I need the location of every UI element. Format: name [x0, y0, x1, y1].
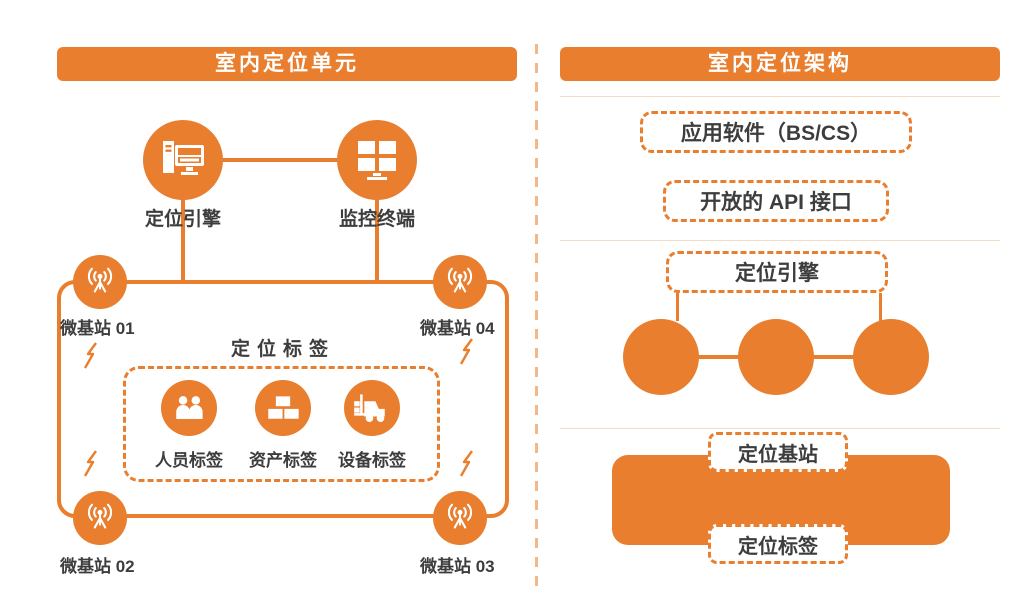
lightning-icon	[82, 450, 102, 478]
terminal-drop-line	[375, 198, 379, 284]
base-station-label-box: 定位基站	[708, 432, 848, 472]
engine-architecture-box: 定位引擎	[666, 251, 888, 293]
engine-right-connector	[879, 293, 882, 321]
open-api-box: 开放的 API 接口	[663, 180, 889, 222]
boxes-icon	[266, 392, 300, 424]
base-station-01-node	[73, 255, 127, 309]
positioning-unit-boundary	[57, 280, 509, 518]
engine-terminal-connector	[220, 158, 340, 162]
forklift-icon	[353, 391, 391, 425]
antenna-icon	[83, 501, 117, 535]
monitor-wall-icon	[354, 137, 400, 183]
personnel-tag-node	[161, 380, 217, 436]
engine-circle-node	[738, 319, 814, 395]
computer-engine-icon	[159, 137, 207, 183]
section-separator	[560, 240, 1000, 241]
antenna-icon	[443, 265, 477, 299]
application-software-box: 应用软件（BS/CS）	[640, 111, 912, 153]
base-station-03-node	[433, 491, 487, 545]
equipment-tag-node	[344, 380, 400, 436]
antenna-icon	[443, 501, 477, 535]
antenna-icon	[83, 265, 117, 299]
station-01-label: 微基站 01	[60, 319, 135, 338]
section-separator	[560, 96, 1000, 97]
asset-tag-label: 资产标签	[249, 451, 317, 470]
engine-left-connector	[676, 293, 679, 321]
people-icon	[172, 392, 206, 424]
station-04-label: 微基站 04	[420, 319, 495, 338]
engine-label: 定位引擎	[144, 209, 221, 230]
panel-divider	[535, 44, 538, 594]
right-panel-title: 室内定位架构	[560, 47, 1000, 81]
engine-circle-node	[853, 319, 929, 395]
station-03-label: 微基站 03	[420, 557, 495, 576]
engine-circle-node	[623, 319, 699, 395]
personnel-tag-label: 人员标签	[155, 451, 223, 470]
terminal-label: 监控终端	[338, 209, 415, 230]
asset-tag-node	[255, 380, 311, 436]
lightning-icon	[458, 450, 478, 478]
base-station-04-node	[433, 255, 487, 309]
left-panel-title: 室内定位单元	[57, 47, 517, 81]
section-separator	[560, 428, 1000, 429]
lightning-icon	[82, 342, 102, 370]
tag-label-box: 定位标签	[708, 524, 848, 564]
equipment-tag-label: 设备标签	[338, 451, 406, 470]
station-02-label: 微基站 02	[60, 557, 135, 576]
base-station-02-node	[73, 491, 127, 545]
lightning-icon	[458, 338, 478, 366]
monitoring-terminal-node	[337, 120, 417, 200]
engine-drop-line	[181, 198, 185, 284]
positioning-engine-node	[143, 120, 223, 200]
tags-title: 定位标签	[230, 339, 335, 360]
